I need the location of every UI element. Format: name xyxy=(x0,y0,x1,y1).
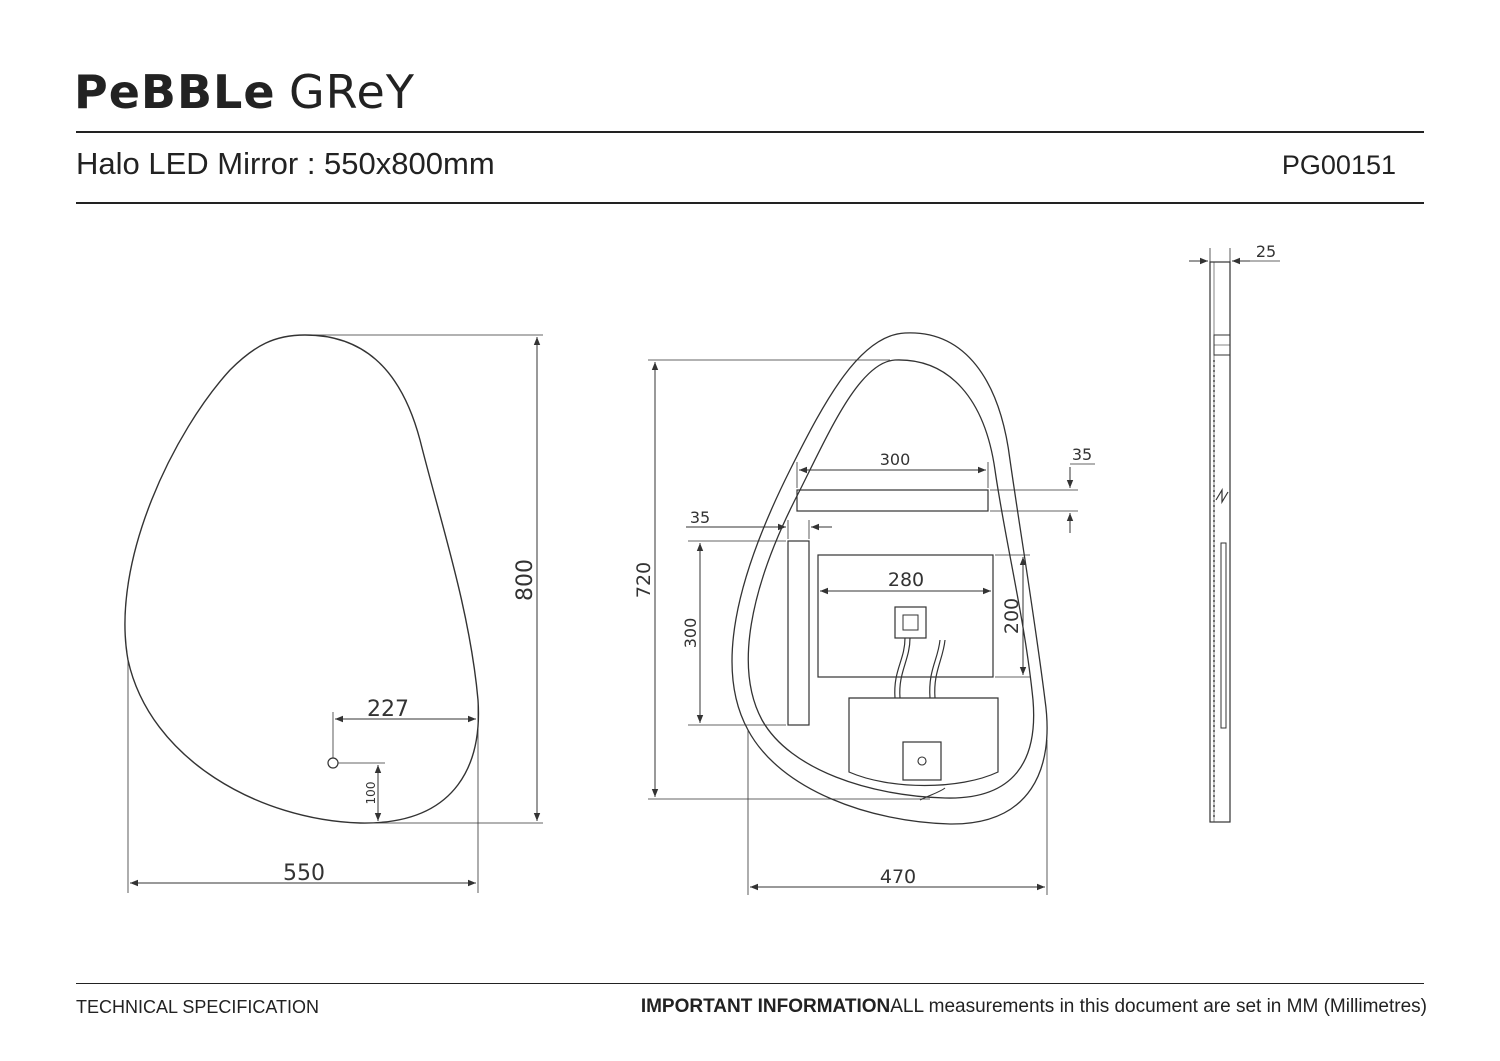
front-mirror-outline xyxy=(124,334,480,824)
driver-box xyxy=(817,554,994,678)
product-code: PG00151 xyxy=(1281,150,1396,180)
control-module xyxy=(848,697,999,787)
side-view xyxy=(1189,248,1280,823)
dim-side-depth: 25 xyxy=(1256,242,1276,261)
vertical-bracket xyxy=(787,540,810,726)
dim-rear-height: 720 xyxy=(633,562,655,598)
dim-front-width: 550 xyxy=(283,861,325,886)
dim-front-height: 800 xyxy=(513,559,538,601)
front-view xyxy=(124,334,543,893)
dim-bracket-h-depth: 35 xyxy=(1072,445,1092,464)
side-profile xyxy=(1209,261,1231,823)
dim-bracket-h-length: 300 xyxy=(880,450,911,469)
touch-button-icon xyxy=(327,757,339,769)
dim-bracket-v-length: 300 xyxy=(681,618,700,649)
horizontal-bracket xyxy=(796,489,989,512)
control-switch xyxy=(902,741,942,781)
header-divider-bottom xyxy=(76,202,1424,204)
footer-important-info: IMPORTANT INFORMATIONALL measurements in… xyxy=(641,996,1427,1018)
footer-spec-label: TECHNICAL SPECIFICATION xyxy=(76,997,320,1017)
cable xyxy=(929,639,941,699)
rear-view xyxy=(648,332,1095,895)
footer-important-label: IMPORTANT INFORMATION xyxy=(640,996,891,1017)
brand-logo-part2: GReY xyxy=(289,65,415,119)
dim-box-height: 200 xyxy=(1001,598,1023,634)
dim-button-offset-x: 227 xyxy=(367,697,409,722)
footer-divider xyxy=(76,983,1424,984)
dim-rear-width: 470 xyxy=(880,866,916,888)
brand-logo: PeBBLe GReY xyxy=(74,56,454,126)
dim-box-width: 280 xyxy=(888,569,924,591)
brand-logo-part1: PeBBLe xyxy=(74,65,276,119)
junction-box xyxy=(894,606,927,639)
cable xyxy=(894,637,906,699)
dim-bracket-v-depth: 35 xyxy=(690,508,710,527)
header-divider-top xyxy=(76,131,1424,133)
footer-important-text: ALL measurements in this document are se… xyxy=(890,996,1427,1017)
page-title: Halo LED Mirror : 550x800mm xyxy=(76,146,495,181)
dim-button-offset-y: 100 xyxy=(364,782,378,805)
rear-mirror-outer-outline xyxy=(731,332,1048,825)
